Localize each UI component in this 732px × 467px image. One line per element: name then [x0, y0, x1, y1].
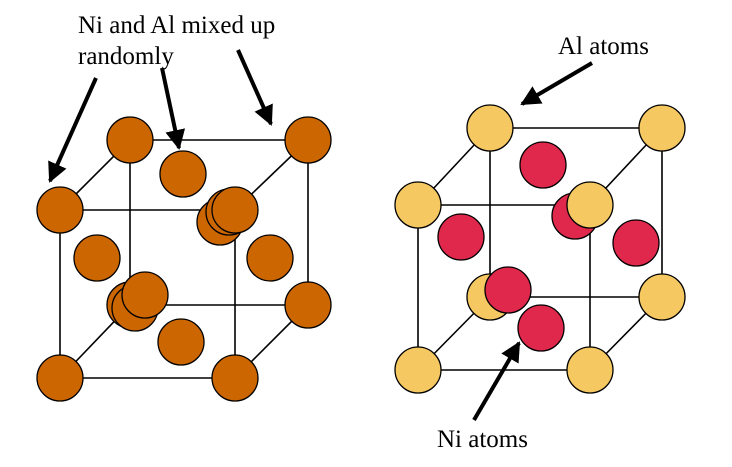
corner-atom	[211, 354, 259, 402]
arrow-to-ni-atom	[472, 341, 521, 422]
corner-atom	[566, 181, 614, 229]
disordered-cube	[36, 116, 332, 402]
face-atom	[484, 266, 532, 314]
corner-atom	[466, 104, 514, 152]
corner-atom	[284, 116, 332, 164]
arrow-to-right-corner	[236, 49, 273, 126]
label-al-atoms: Al atoms	[558, 33, 649, 60]
corner-atom	[211, 186, 259, 234]
label-randomly: randomly	[78, 43, 174, 70]
pointer-arrows	[48, 49, 594, 422]
face-atom	[517, 304, 565, 352]
corner-atom	[106, 116, 154, 164]
arrow-to-face-atom	[160, 67, 186, 150]
label-ni-atoms: Ni atoms	[437, 426, 528, 453]
label-mixed-randomly: Ni and Al mixed up	[78, 12, 276, 39]
face-atom	[519, 141, 567, 189]
corner-atom	[36, 354, 84, 402]
corner-atom	[284, 281, 332, 329]
face-atom	[121, 271, 169, 319]
corner-atom	[36, 186, 84, 234]
face-atom	[73, 234, 121, 282]
corner-atom	[638, 273, 686, 321]
corner-atom	[566, 346, 614, 394]
cube-atoms	[36, 116, 332, 402]
face-atom	[612, 219, 660, 267]
ordered-cube	[394, 104, 686, 394]
face-atom	[437, 213, 485, 261]
corner-atom	[394, 181, 442, 229]
corner-atom	[394, 346, 442, 394]
arrow-to-al-atom	[520, 61, 594, 106]
face-atom	[246, 234, 294, 282]
arrow-to-left-corner	[48, 77, 98, 183]
face-atom	[157, 318, 205, 366]
corner-atom	[638, 104, 686, 152]
cube-atoms	[394, 104, 686, 394]
face-atom	[159, 150, 207, 198]
